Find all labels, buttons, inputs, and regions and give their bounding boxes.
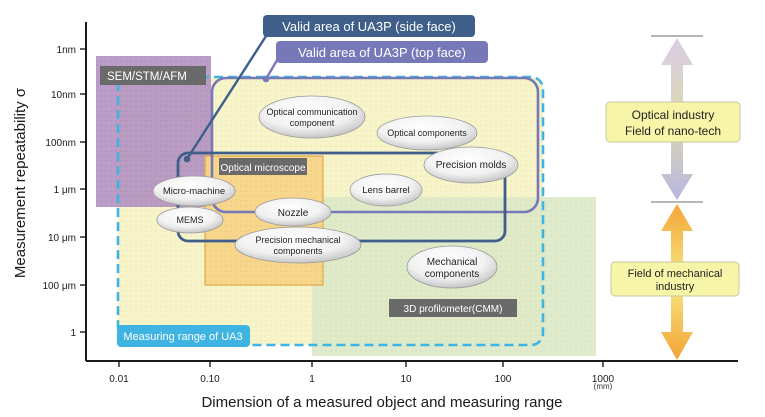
- ellipse-optical-communication: Optical communication component: [258, 95, 366, 139]
- x-tick-label: 1: [309, 374, 315, 385]
- svg-text:Micro-machine: Micro-machine: [163, 186, 225, 197]
- x-axis-title: Dimension of a measured object and measu…: [201, 394, 562, 411]
- top-face-label-box: [276, 41, 488, 63]
- mechanical-industry-line1: Field of mechanical: [628, 268, 723, 280]
- svg-text:component: component: [290, 118, 335, 128]
- svg-text:Nozzle: Nozzle: [278, 208, 309, 219]
- optical-industry-line2: Field of nano-tech: [625, 124, 721, 138]
- x-axis-ticks: 0.01 0.10 1 10 100 1000: [109, 361, 615, 385]
- svg-text:Optical communication: Optical communication: [266, 107, 357, 117]
- y-tick-label: 100 μm: [42, 281, 76, 292]
- ellipse-precision-molds: Precision molds: [423, 146, 519, 184]
- x-tick-label: 0.10: [200, 374, 220, 385]
- y-tick-label: 1nm: [57, 45, 76, 56]
- x-tick-label: 100: [495, 374, 512, 385]
- side-face-leader: [185, 32, 270, 160]
- x-tick-label: 1000: [592, 374, 615, 385]
- svg-text:Precision molds: Precision molds: [436, 160, 507, 171]
- y-tick-label: 10nm: [51, 90, 76, 101]
- ellipse-precision-mechanical: Precision mechanical components: [234, 226, 362, 264]
- sem-label-box: [100, 66, 206, 85]
- profilometer-label: 3D profilometer(CMM): [404, 304, 503, 315]
- mechanical-industry-box: [610, 261, 740, 297]
- top-face-area: [210, 76, 540, 214]
- side-face-label: Valid area of UA3P (side face): [282, 19, 456, 34]
- ellipse-mems: MEMS: [156, 206, 224, 234]
- x-tick-label: 0.01: [109, 374, 129, 385]
- measuring-range-label-box: [117, 325, 250, 347]
- optical-microscope-label-box: [219, 158, 307, 175]
- x-tick-label: 10: [400, 374, 412, 385]
- y-axis-ticks: 1nm 10nm 100nm 1 μm 10 μm 100 μm 1: [42, 45, 86, 339]
- mechanical-industry-line2: industry: [656, 281, 695, 293]
- ellipse-mechanical-components: Mechanical components: [406, 245, 498, 289]
- svg-text:components: components: [425, 269, 479, 280]
- top-face-label: Valid area of UA3P (top face): [298, 45, 466, 60]
- svg-text:Optical components: Optical components: [387, 128, 467, 138]
- side-face-leader-dot: [183, 155, 191, 163]
- svg-text:Precision mechanical: Precision mechanical: [255, 235, 340, 245]
- optical-industry-line1: Optical industry: [632, 108, 715, 122]
- y-tick-label: 1: [70, 328, 76, 339]
- svg-text:Mechanical: Mechanical: [427, 257, 478, 268]
- optical-microscope-label: Optical microscope: [220, 163, 305, 174]
- measuring-range-label: Measuring range of UA3: [123, 331, 242, 343]
- svg-text:Lens barrel: Lens barrel: [362, 185, 410, 196]
- y-axis-title: Measurement repeatability σ: [12, 87, 29, 278]
- y-tick-label: 1 μm: [54, 185, 76, 196]
- sem-label: SEM/STM/AFM: [107, 71, 187, 83]
- y-tick-label: 100nm: [45, 138, 76, 149]
- top-face-leader-dot: [262, 75, 270, 83]
- ellipse-lens-barrel: Lens barrel: [349, 173, 423, 207]
- y-tick-label: 10 μm: [48, 233, 76, 244]
- ellipse-micro-machine: Micro-machine: [152, 175, 236, 207]
- svg-text:components: components: [273, 246, 323, 256]
- svg-text:MEMS: MEMS: [177, 215, 204, 225]
- side-face-label-box: [263, 15, 475, 37]
- profilometer-label-box: [389, 299, 517, 317]
- optical-industry-box: [605, 101, 741, 143]
- x-axis-unit: (mm): [594, 382, 613, 391]
- ellipse-nozzle: Nozzle: [254, 197, 332, 227]
- ellipse-optical-components: Optical components: [376, 115, 478, 151]
